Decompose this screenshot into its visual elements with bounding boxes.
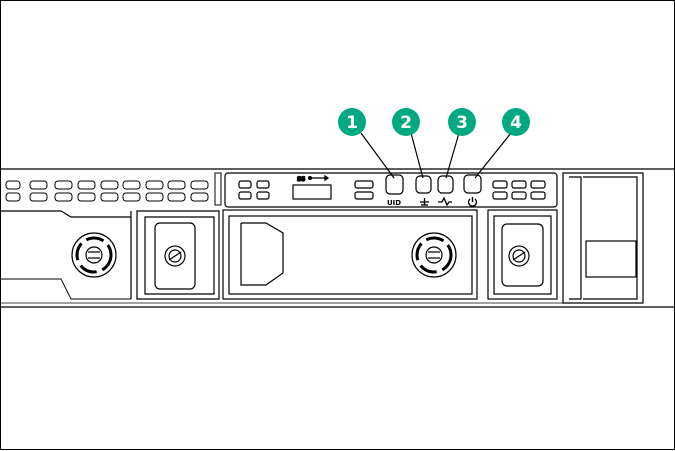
drive-bay-left — [1, 210, 220, 300]
uid-label: UID — [387, 199, 401, 207]
fan-icon — [411, 232, 457, 278]
power-button[interactable] — [463, 174, 482, 194]
callout-3-circle — [448, 108, 476, 136]
callout-1: 1 — [338, 108, 366, 136]
svg-text:SS: SS — [297, 176, 305, 183]
drive-bay-center — [222, 209, 558, 300]
uid-button[interactable] — [385, 174, 404, 195]
callout-4-circle — [502, 108, 530, 136]
nic-status-led — [415, 175, 432, 194]
server-chassis — [1, 168, 675, 308]
drive-lock-icon — [508, 245, 530, 267]
callout-3: 3 — [448, 108, 476, 136]
left-vent-grid — [5, 172, 222, 206]
callout-4: 4 — [502, 108, 530, 136]
callout-2: 2 — [392, 108, 420, 136]
health-led — [437, 175, 454, 194]
rack-ear-right — [562, 172, 644, 304]
callout-2-circle — [392, 108, 420, 136]
callout-1-circle — [338, 108, 366, 136]
power-icon — [467, 197, 478, 207]
usb-3-icon: SS — [296, 174, 330, 184]
nic-status-icon — [420, 198, 429, 206]
fan-icon — [71, 232, 117, 278]
health-icon — [438, 196, 452, 207]
drive-lock-icon — [164, 245, 186, 267]
callout-3-number: 3 — [456, 113, 468, 133]
callout-4-number: 4 — [510, 113, 522, 133]
callout-leaders — [360, 132, 512, 179]
callout-2-number: 2 — [400, 113, 412, 133]
callout-1-number: 1 — [346, 113, 358, 133]
